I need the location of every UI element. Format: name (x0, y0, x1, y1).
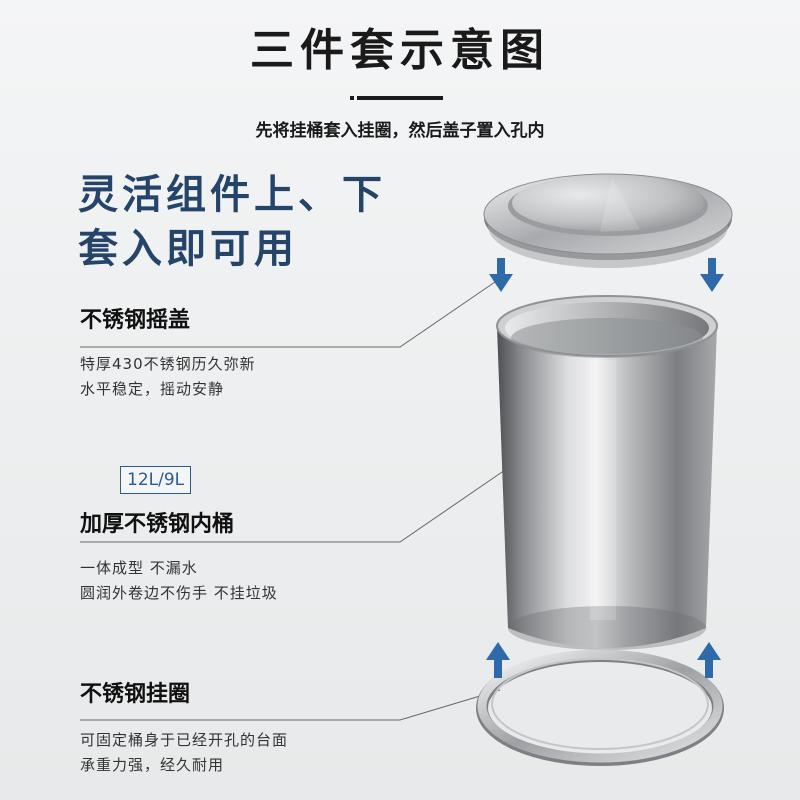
ring-desc-line: 承重力强，经久耐用 (80, 756, 225, 774)
leader-line-bucket (80, 469, 506, 543)
title-underline (357, 96, 443, 100)
bucket-description: 一体成型 不漏水 圆润外卷边不伤手 不挂垃圾 (80, 556, 278, 606)
leader-line-ring (80, 689, 501, 721)
ring-desc-line: 可固定桶身于已经开孔的台面 (80, 731, 289, 749)
bucket-desc-line: 一体成型 不漏水 (80, 559, 198, 577)
title-rule-dot (350, 96, 354, 100)
page-subtitle: 先将挂桶套入挂圈，然后盖子置入孔内 (255, 121, 545, 141)
lid-desc-line: 水平稳定，摇动安静 (80, 380, 225, 398)
up-arrow-icon (697, 642, 721, 678)
ring-illustration (476, 649, 724, 766)
down-arrow-icon (700, 258, 724, 292)
lid-illustration (483, 173, 733, 268)
lid-description: 特厚430不锈钢历久弥新 水平稳定，摇动安静 (80, 352, 256, 402)
lid-desc-line: 特厚430不锈钢历久弥新 (80, 355, 256, 373)
up-arrow-icon (486, 642, 510, 678)
ring-title: 不锈钢挂圈 (80, 681, 191, 707)
leader-line-lid (80, 281, 496, 348)
bucket-desc-line: 圆润外卷边不伤手 不挂垃圾 (80, 584, 278, 602)
headline-line-2: 套入即可用 (78, 225, 298, 272)
capacity-badge: 12L/9L (120, 466, 192, 494)
page-title: 三件套示意图 (250, 25, 550, 76)
down-arrow-icon (489, 258, 513, 292)
headline-line-1: 灵活组件上、下 (78, 171, 386, 218)
bucket-illustration (496, 295, 718, 650)
bucket-title: 加厚不锈钢内桶 (80, 511, 235, 537)
lid-title: 不锈钢摇盖 (80, 307, 191, 333)
ring-description: 可固定桶身于已经开孔的台面 承重力强，经久耐用 (80, 728, 288, 778)
